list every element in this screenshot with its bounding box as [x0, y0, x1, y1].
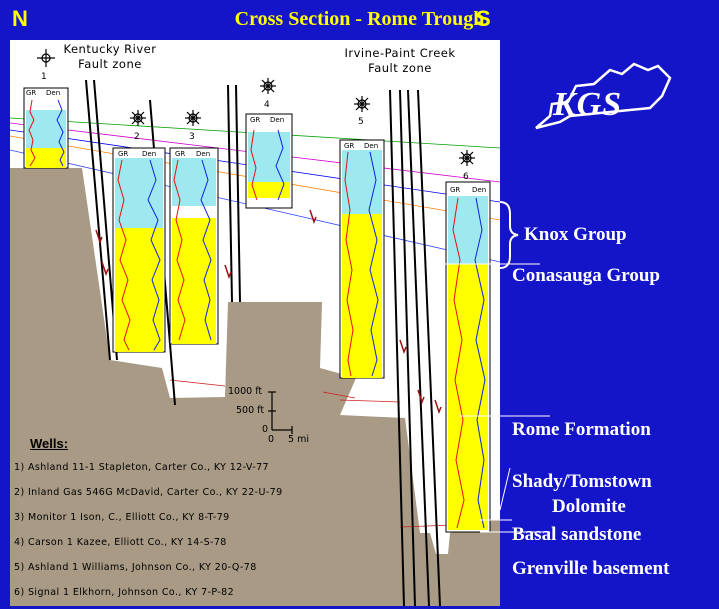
well-list-item: 3) Monitor 1 Ison, C., Elliott Co., KY 8…	[14, 512, 230, 523]
den-header: Den	[142, 150, 157, 158]
fault-zone-label-kentucky-river: Kentucky River Fault zone	[63, 42, 157, 71]
label-shady-tomstown-line2: Dolomite	[552, 496, 626, 517]
leader-lines	[440, 263, 550, 533]
gr-header: GR	[175, 150, 186, 158]
well-log-2	[112, 147, 166, 353]
label-grenville-basement: Grenville basement	[512, 558, 670, 579]
well-list-item: 2) Inland Gas 546G McDavid, Carter Co., …	[14, 487, 283, 498]
well-log-4	[245, 113, 293, 209]
den-header: Den	[46, 89, 61, 97]
well-number-5: 5	[358, 117, 364, 127]
label-rome-formation: Rome Formation	[512, 419, 651, 440]
well-number-6: 6	[463, 172, 469, 182]
well-number-1: 1	[41, 72, 47, 82]
gr-header: GR	[250, 116, 261, 124]
fault-zone-label-irvine-paint-creek: Irvine-Paint Creek Fault zone	[344, 46, 456, 75]
well-number-2: 2	[134, 132, 140, 142]
den-header: Den	[196, 150, 211, 158]
den-header: Den	[472, 186, 487, 194]
scale-0ft: 0	[262, 424, 269, 435]
well-log-6	[445, 181, 491, 533]
scale-1000ft: 1000 ft	[228, 386, 263, 397]
den-header: Den	[364, 142, 379, 150]
scale-500ft: 500 ft	[236, 405, 265, 416]
gr-header: GR	[344, 142, 355, 150]
well-number-4: 4	[264, 100, 270, 110]
cross-section-diagram	[10, 49, 500, 606]
den-header: Den	[270, 116, 285, 124]
north-label: N	[12, 6, 28, 31]
well-log-5	[339, 139, 385, 379]
well-list-item: 5) Ashland 1 Williams, Johnson Co., KY 2…	[14, 562, 257, 573]
label-basal-sandstone: Basal sandstone	[512, 524, 642, 545]
kgs-logo-text: KGS	[553, 86, 623, 123]
well-log-1	[23, 87, 69, 169]
south-label: S	[476, 6, 491, 31]
scale-bar	[268, 391, 293, 434]
well-list-item: 6) Signal 1 Elkhorn, Johnson Co., KY 7-P…	[14, 587, 235, 598]
scale-0mi: 0	[268, 434, 275, 445]
gr-header: GR	[450, 186, 461, 194]
knox-brace	[499, 201, 519, 269]
label-shady-tomstown-line1: Shady/Tomstown	[512, 471, 652, 492]
well-symbols	[37, 49, 475, 166]
scale-5mi: 5 mi	[288, 434, 309, 445]
well-log-3	[169, 147, 219, 345]
kgs-logo	[535, 62, 672, 130]
well-list-item: 1) Ashland 11-1 Stapleton, Carter Co., K…	[14, 462, 269, 473]
well-list-item: 4) Carson 1 Kazee, Elliott Co., KY 14-S-…	[14, 537, 227, 548]
well-number-3: 3	[189, 132, 195, 142]
basement-fill	[10, 168, 500, 606]
label-knox-group: Knox Group	[524, 224, 627, 245]
gr-header: GR	[118, 150, 129, 158]
wells-heading: Wells:	[30, 436, 69, 451]
page-title: Cross Section - Rome Trough	[234, 8, 485, 30]
gr-header: GR	[26, 89, 37, 97]
label-conasauga-group: Conasauga Group	[512, 265, 661, 286]
